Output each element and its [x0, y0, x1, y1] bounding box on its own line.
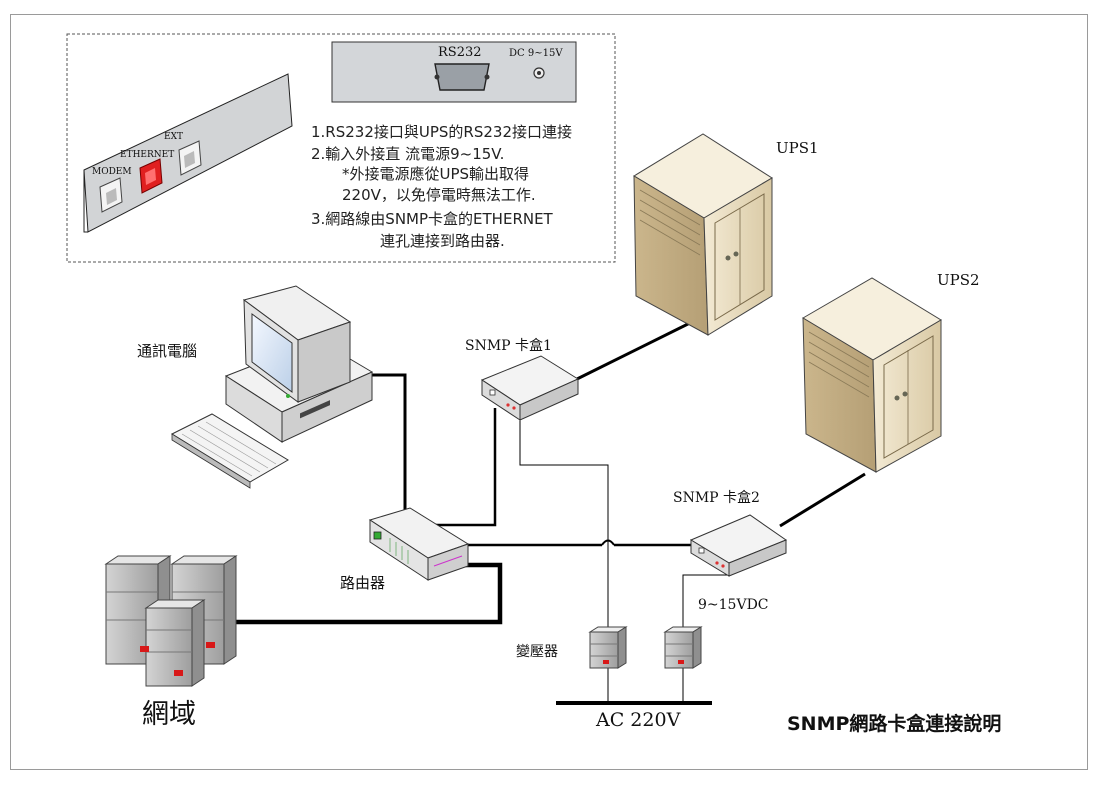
diagram-title: SNMP網路卡盒連接說明: [787, 713, 1002, 735]
computer: [170, 285, 374, 489]
instruction-2-note-a: *外接電源應從UPS輸出取得: [342, 165, 530, 183]
snmp-box-2-label: SNMP 卡盒2: [673, 490, 760, 506]
domain-label: 網域: [142, 699, 196, 730]
server-front: [144, 599, 206, 687]
instruction-box: [66, 33, 616, 263]
transformer-1: [588, 626, 628, 669]
instruction-2-note-b: 220V，以免停電時無法工作.: [342, 186, 536, 204]
instruction-3: 3.網路線由SNMP卡盒的ETHERNET: [311, 210, 553, 228]
router-label: 路由器: [340, 574, 386, 592]
ext-label: EXT: [164, 132, 183, 142]
transformer-label: 變壓器: [516, 644, 558, 660]
instruction-3-cont: 連孔連接到路由器.: [380, 232, 505, 250]
ac-label: AC 220V: [596, 709, 681, 731]
transformer-2: [663, 626, 703, 669]
connector-panel: [331, 41, 577, 103]
vdc-label: 9~15VDC: [698, 597, 769, 613]
snmp-box-1-label: SNMP 卡盒1: [465, 338, 552, 354]
server-cluster: [104, 555, 238, 687]
instruction-2: 2.輸入外接直 流電源9~15V.: [311, 145, 505, 163]
snmp-box-1: [480, 355, 580, 421]
network-card: [83, 73, 293, 233]
ups2: [802, 277, 942, 473]
instruction-1: 1.RS232接口與UPS的RS232接口連接: [311, 123, 573, 141]
snmp-box-2: [689, 514, 788, 577]
rs232-port: [434, 63, 490, 91]
diagram-frame: [10, 14, 1088, 770]
computer-label: 通訊電腦: [137, 342, 198, 360]
cables: [236, 316, 866, 705]
rs232-label: RS232: [438, 45, 482, 60]
router: [368, 507, 470, 581]
monitor-screen: [251, 313, 293, 393]
ethernet-label: ETHERNET: [120, 150, 175, 160]
ups1-label: UPS1: [776, 139, 819, 157]
modem-label: MODEM: [92, 167, 132, 177]
dc-label: DC 9~15V: [509, 48, 563, 59]
ups1: [633, 133, 773, 336]
ups2-label: UPS2: [937, 271, 980, 289]
